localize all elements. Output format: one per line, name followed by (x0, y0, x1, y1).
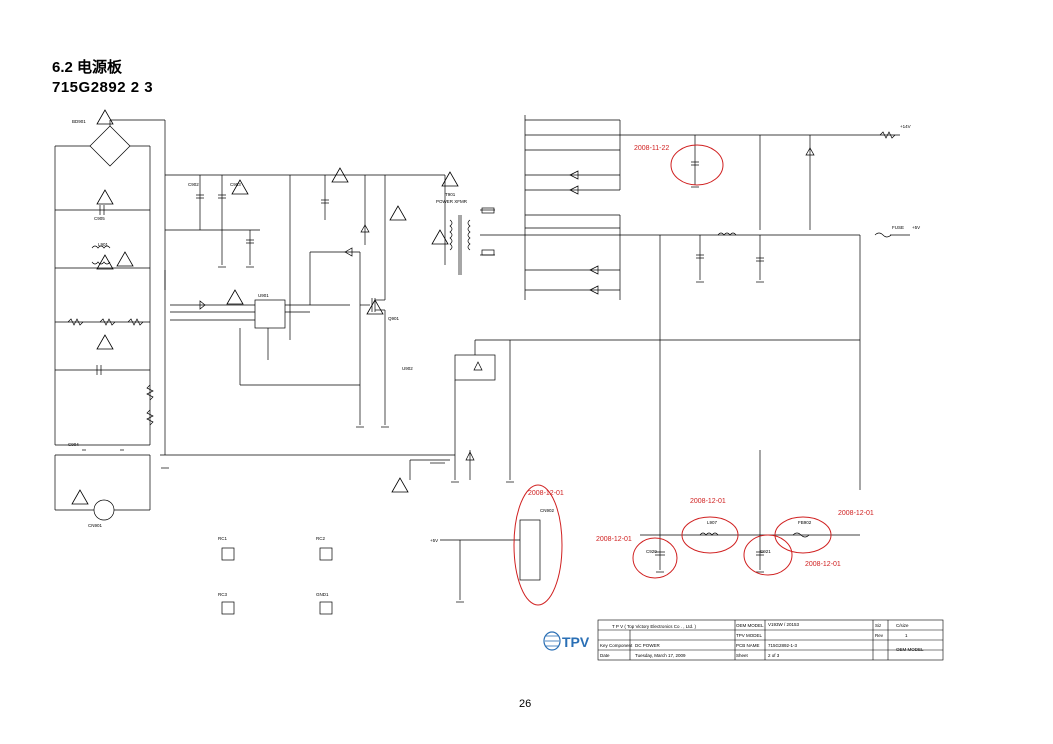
component-label: C920 (646, 549, 657, 554)
revision-date: 2008-12-01 (596, 536, 632, 543)
section-heading: 6.2 电源板 (52, 59, 123, 76)
component-label: U902 (402, 366, 413, 371)
revision-date: 2008-11-22 (634, 145, 669, 152)
pcb-name-label: PCB NAME (736, 643, 760, 648)
sheet-value: 2 of 3 (768, 653, 780, 658)
size-label: Siz (875, 623, 882, 628)
component-label: C902 (188, 182, 199, 187)
component-label: C903 (230, 182, 241, 187)
rail-label: +5V (912, 225, 920, 230)
key-component-value: DC POWER (635, 643, 661, 648)
component-label: BD901 (72, 119, 86, 124)
warning-icon (331, 167, 349, 183)
warning-icon (231, 179, 249, 195)
bridge-rectifier (89, 125, 131, 167)
revision-date: 2008-12-01 (838, 510, 874, 517)
revision-marks (513, 144, 832, 606)
pwm-controller-box (254, 299, 286, 329)
component-label: C905 (94, 216, 105, 221)
revision-date: 2008-12-01 (805, 561, 841, 568)
tpv-model-label: TPV MODEL (736, 633, 763, 638)
key-component-label: Key Component (600, 643, 633, 648)
sheet-label: Sheet (736, 653, 749, 658)
component-label: RC3 (218, 592, 227, 597)
schematic-wires (54, 115, 910, 615)
revision-circle (743, 534, 793, 576)
warning-icon (116, 251, 134, 267)
pcb-name-value: 715G2892-1-3 (768, 643, 798, 648)
connector-box (519, 519, 541, 581)
revision-circle (774, 516, 832, 554)
warning-icon (366, 299, 384, 315)
component-label: T901 (445, 192, 456, 197)
oem-model-value: V193W / 20153 (768, 622, 800, 627)
rev-label: Rev (875, 633, 884, 638)
warning-icon (389, 205, 407, 221)
component-label: RC2 (316, 536, 325, 541)
oem-model-right: OEM MODEL (896, 647, 924, 652)
revision-circle (681, 516, 739, 554)
component-label: FB902 (798, 520, 812, 525)
date-label: Date (600, 653, 610, 658)
revision-date: 2008-12-01 (690, 498, 726, 505)
warning-icon (96, 334, 114, 350)
page-number: 26 (519, 698, 532, 710)
component-label: C904 (68, 442, 79, 447)
warning-icon (96, 189, 114, 205)
warning-triangles (71, 109, 459, 505)
warning-icon (391, 477, 409, 493)
company-name: T P V ( Top Victory Electronics Co . , L… (612, 624, 696, 629)
revision-date: 2008-12-01 (528, 490, 564, 497)
component-label: Q901 (388, 316, 400, 321)
warning-icon (96, 254, 114, 270)
component-label: L907 (707, 520, 718, 525)
component-label: L901 (98, 242, 109, 247)
warning-icon (431, 229, 449, 245)
rev-value: 1 (905, 633, 908, 638)
ac-inlet-symbol (93, 499, 115, 521)
revision-circle (670, 144, 724, 186)
component-label: C921 (760, 549, 771, 554)
warning-icon (71, 489, 89, 505)
component-label: CN902 (540, 508, 555, 513)
rail-label: +5V (430, 538, 438, 543)
date-value: Tuesday, March 17, 2009 (635, 653, 686, 658)
component-label: GND1 (316, 592, 329, 597)
warning-icon (96, 109, 114, 125)
component-label: POWER XFMR (436, 199, 468, 204)
size-value: C/size (896, 623, 909, 628)
svg-text:TPV: TPV (562, 634, 590, 650)
rail-label: +14V (900, 124, 911, 129)
component-label: FUSE (892, 225, 904, 230)
revision-circle (632, 537, 678, 579)
component-label: RC1 (218, 536, 227, 541)
part-number: 715G2892 2 3 (52, 79, 154, 96)
component-label: U901 (258, 293, 269, 298)
revision-circle (513, 484, 563, 606)
title-block (597, 619, 944, 661)
component-label: CN901 (88, 523, 103, 528)
warning-icon (226, 289, 244, 305)
oem-model-label: OEM MODEL (736, 623, 764, 628)
company-logo: TPV (543, 631, 590, 651)
warning-icon (441, 171, 459, 187)
